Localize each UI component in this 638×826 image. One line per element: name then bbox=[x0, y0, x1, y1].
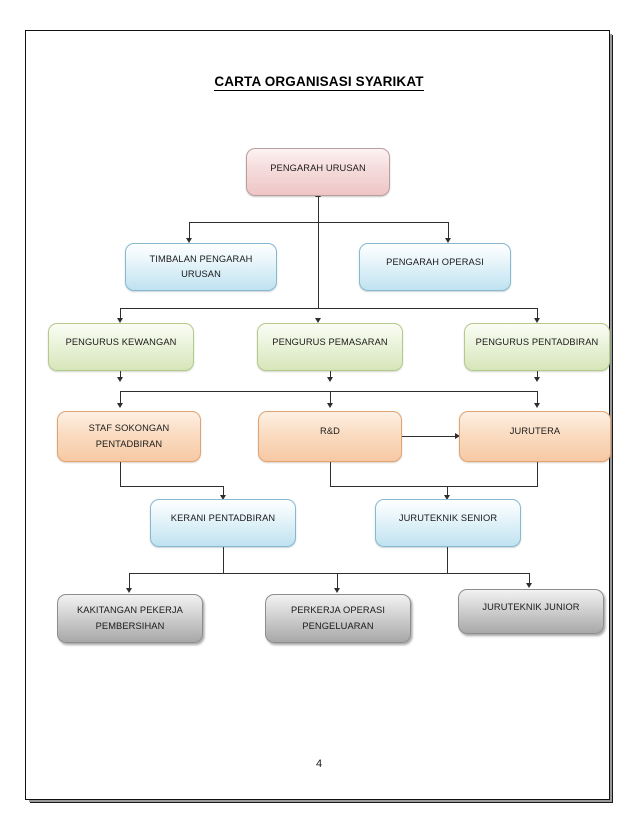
node-pengurus-pemasaran[interactable]: PENGURUS PEMASARAN bbox=[257, 323, 403, 371]
connector-juruteknik-senior-down bbox=[447, 547, 449, 574]
connector-drop-kakitangan bbox=[129, 573, 131, 590]
node-timbalan-pengarah-urusan[interactable]: TIMBALAN PENGARAH URUSAN bbox=[125, 243, 277, 291]
node-rnd[interactable]: R&D bbox=[258, 411, 402, 462]
node-label-pengarah-urusan: PENGARAH URUSAN bbox=[270, 163, 366, 173]
arrow-down-stub-kewangan bbox=[117, 377, 123, 382]
connector-bus-level4 bbox=[120, 391, 538, 393]
arrow-down-perkerja bbox=[334, 588, 340, 593]
node-label-juruteknik-senior: JURUTEKNIK SENIOR bbox=[398, 513, 498, 523]
connector-bus-level6 bbox=[129, 573, 530, 575]
connector-stub-pentadbiran bbox=[537, 371, 539, 379]
connector-stub-pemasaran bbox=[330, 371, 332, 379]
node-juruteknik-senior[interactable]: JURUTEKNIK SENIOR bbox=[375, 499, 521, 547]
connector-kerani-down bbox=[223, 547, 225, 574]
connector-rnd-to-jurutera bbox=[400, 436, 458, 438]
connector-juruteknik-senior-drop bbox=[447, 486, 449, 497]
node-pengurus-pentadbiran[interactable]: PENGURUS PENTADBIRAN bbox=[464, 323, 610, 371]
arrow-down-stub-pemasaran bbox=[327, 377, 333, 382]
node-label-kerani-pentadbiran: KERANI PENTADBIRAN bbox=[170, 513, 276, 523]
connector-kerani-drop bbox=[223, 486, 225, 497]
connector-drop-juruteknik-junior bbox=[529, 573, 531, 585]
node-label-pengurus-pentadbiran: PENGURUS PENTADBIRAN bbox=[475, 337, 599, 347]
arrow-down-kakitangan bbox=[126, 588, 132, 593]
arrow-down-staf bbox=[117, 403, 123, 408]
arrow-down-rnd bbox=[327, 403, 333, 408]
page-title: CARTA ORGANISASI SYARIKAT bbox=[0, 74, 638, 91]
node-label-juruteknik-junior: JURUTEKNIK JUNIOR bbox=[482, 602, 580, 612]
node-pengurus-kewangan[interactable]: PENGURUS KEWANGAN bbox=[48, 323, 194, 371]
arrow-down-operasi bbox=[445, 238, 451, 243]
connector-spine-main bbox=[318, 196, 320, 309]
connector-bus-level2 bbox=[189, 222, 449, 224]
connector-drop-kewangan bbox=[120, 308, 122, 320]
arrow-down-juruteknik-junior bbox=[526, 583, 532, 588]
page-number: 4 bbox=[315, 758, 323, 770]
arrow-right-jurutera bbox=[455, 433, 460, 439]
connector-drop-jurutera bbox=[537, 391, 539, 405]
node-juruteknik-junior[interactable]: JURUTEKNIK JUNIOR bbox=[458, 589, 604, 634]
node-label-jurutera: JURUTERA bbox=[509, 426, 561, 436]
connector-staf-down bbox=[120, 462, 122, 487]
connector-jurutera-down2 bbox=[537, 462, 539, 487]
connector-bus-level3 bbox=[120, 308, 538, 310]
arrow-down-jurutera bbox=[534, 403, 540, 408]
page-title-text: CARTA ORGANISASI SYARIKAT bbox=[214, 74, 424, 91]
connector-rnd-down2 bbox=[330, 462, 332, 487]
node-perkerja-operasi-pengeluaran[interactable]: PERKERJA OPERASI PENGELUARAN bbox=[265, 594, 411, 643]
connector-stub-kewangan bbox=[120, 371, 122, 379]
arrow-down-pentadbiran bbox=[534, 318, 540, 323]
arrow-down-kerani bbox=[220, 495, 226, 500]
node-label-pengurus-kewangan: PENGURUS KEWANGAN bbox=[65, 337, 177, 347]
connector-drop-timbalan bbox=[189, 222, 191, 240]
arrow-down-timbalan bbox=[186, 238, 192, 243]
connector-drop-pentadbiran bbox=[537, 308, 539, 320]
node-jurutera[interactable]: JURUTERA bbox=[459, 411, 611, 462]
connector-staf-to-kerani bbox=[120, 486, 224, 488]
connector-drop-rnd bbox=[330, 391, 332, 405]
connector-bus-juruteknik-senior bbox=[330, 486, 538, 488]
node-staf-sokongan-pentadbiran[interactable]: STAF SOKONGAN PENTADBIRAN bbox=[57, 411, 201, 462]
arrow-down-pemasaran bbox=[315, 318, 321, 323]
arrow-down-kewangan bbox=[117, 318, 123, 323]
node-label-pengarah-operasi: PENGARAH OPERASI bbox=[386, 257, 484, 267]
node-label-pengurus-pemasaran: PENGURUS PEMASARAN bbox=[272, 337, 388, 347]
node-pengarah-operasi[interactable]: PENGARAH OPERASI bbox=[359, 243, 511, 291]
node-label-kakitangan-pekerja-pembersihan: KAKITANGAN PEKERJA PEMBERSIHAN bbox=[77, 605, 183, 631]
connector-drop-operasi bbox=[448, 222, 450, 240]
connector-drop-staf bbox=[120, 391, 122, 405]
node-label-timbalan-pengarah-urusan: TIMBALAN PENGARAH URUSAN bbox=[149, 253, 253, 279]
connector-drop-perkerja bbox=[337, 573, 339, 590]
arrow-down-juruteknik-senior bbox=[444, 495, 450, 500]
node-label-staf-sokongan-pentadbiran: STAF SOKONGAN PENTADBIRAN bbox=[88, 423, 170, 449]
node-pengarah-urusan[interactable]: PENGARAH URUSAN bbox=[246, 148, 390, 196]
node-kakitangan-pekerja-pembersihan[interactable]: KAKITANGAN PEKERJA PEMBERSIHAN bbox=[57, 594, 203, 643]
node-kerani-pentadbiran[interactable]: KERANI PENTADBIRAN bbox=[150, 499, 296, 547]
arrow-down-stub-pentadbiran bbox=[534, 377, 540, 382]
node-label-perkerja-operasi-pengeluaran: PERKERJA OPERASI PENGELUARAN bbox=[290, 605, 386, 631]
node-label-rnd: R&D bbox=[320, 426, 340, 436]
